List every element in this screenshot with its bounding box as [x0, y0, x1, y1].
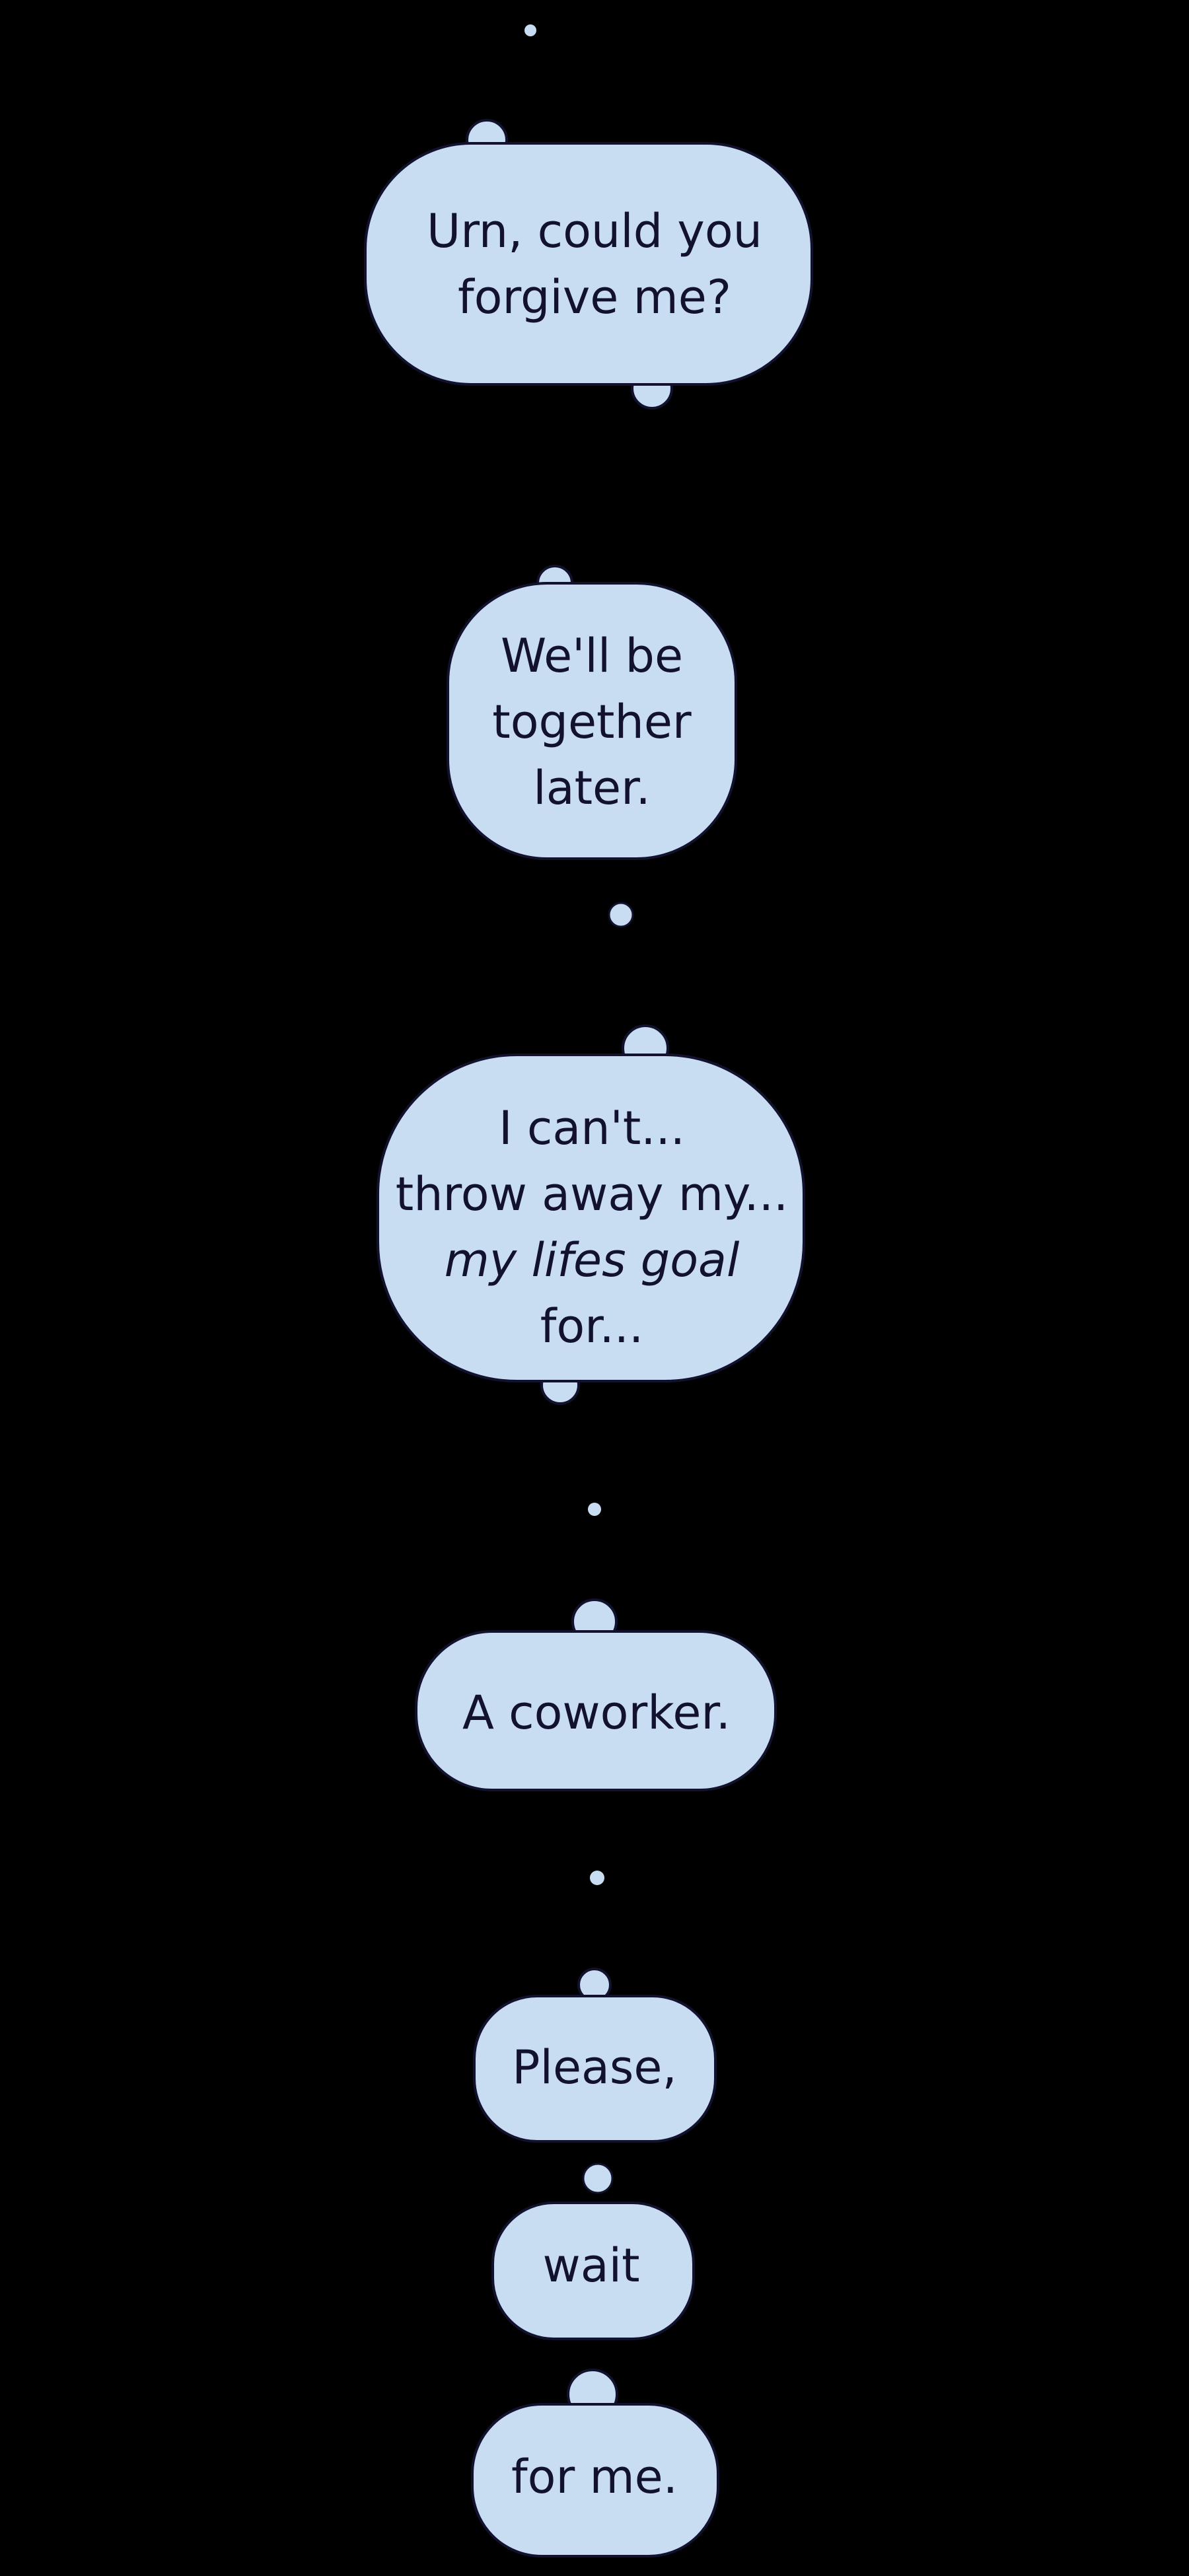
floating-dot: [608, 902, 634, 928]
speech-bubble-5: [473, 1968, 717, 2143]
speech-line: wait: [542, 2238, 640, 2293]
speech-text-6: wait: [542, 2233, 639, 2299]
speech-bubble-6: [491, 2201, 695, 2340]
speech-line: I can't...: [498, 1101, 686, 1155]
speech-line: Please,: [512, 2040, 677, 2094]
speech-line: together: [492, 695, 692, 749]
speech-line: later.: [533, 761, 651, 815]
speech-text-4: A coworker.: [462, 1680, 731, 1746]
floating-dot: [524, 24, 536, 36]
speech-bubble-3: [377, 1024, 805, 1405]
speech-text-5: Please,: [512, 2034, 676, 2100]
speech-line: for me.: [511, 2450, 678, 2504]
speech-line: Urn, could you: [426, 204, 763, 258]
speech-text-1: Urn, could you forgive me?: [427, 198, 762, 330]
floating-dot: [582, 2163, 614, 2194]
speech-line: We'll be: [500, 629, 684, 683]
speech-text-7: for me.: [511, 2444, 678, 2510]
speech-bubble-2: [447, 565, 737, 860]
speech-line: A coworker.: [462, 1686, 731, 1740]
speech-text-3: I can't... throw away my... my lifes goa…: [396, 1095, 789, 1359]
floating-dot: [590, 1871, 604, 1885]
speech-line: throw away my...: [395, 1167, 789, 1221]
speech-bubble-7: [471, 2369, 719, 2558]
speech-line: forgive me?: [457, 270, 732, 324]
speech-bubble-1: [364, 119, 813, 410]
speech-bubble-4: [415, 1598, 777, 1791]
speech-line: my lifes goal: [444, 1233, 740, 1287]
floating-dot: [588, 1503, 601, 1516]
speech-text-2: We'll be together later.: [492, 623, 691, 821]
speech-line: for...: [540, 1299, 644, 1353]
